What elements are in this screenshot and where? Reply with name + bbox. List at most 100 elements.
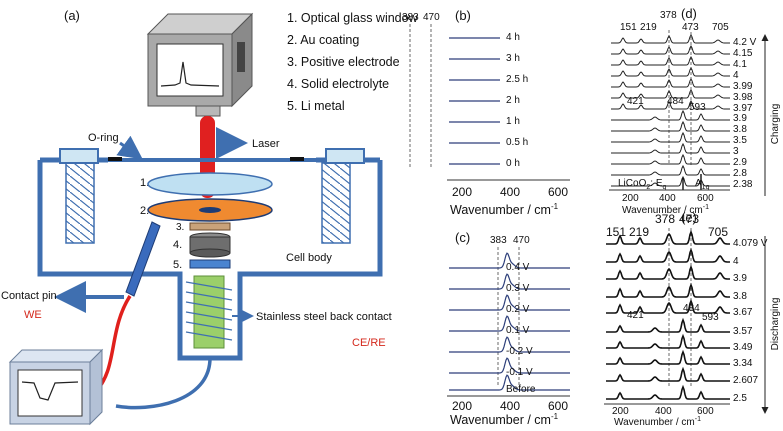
panel-c-tick-600: 600: [548, 399, 568, 413]
panel-b-peak-1: 383: [402, 12, 419, 23]
panel-d-trace-10: [611, 142, 730, 154]
panel-e-peak-705: 705: [708, 225, 728, 239]
panel-b-tick-200: 200: [452, 185, 472, 199]
panel-b-xlabel: Wavenumber / cm-1: [450, 202, 559, 217]
panel-e: (e) 151 219 378 473 705 421 484 593 4.07…: [604, 210, 781, 428]
panel-e-peak-473: 473: [679, 212, 699, 226]
panel-c-trace-6: [449, 374, 570, 391]
panel-c-label-1: 0.3 V: [506, 283, 530, 294]
panel-d-tick-600: 600: [697, 193, 714, 204]
panel-d-licoo2-label: LiCoO2: Eg: [618, 178, 667, 191]
panel-e-trace-1: [606, 247, 730, 263]
panel-d-side-label: Charging: [770, 104, 781, 145]
oring-label: O-ring: [88, 132, 119, 144]
back-contact-spring: [185, 281, 233, 341]
panel-d-label-u0: 4.2 V: [733, 37, 757, 48]
panel-e-tick-600: 600: [697, 406, 714, 417]
component-4-number: 4.: [173, 239, 182, 251]
component-1-number: 1.: [140, 177, 149, 189]
panel-c-peak-2: 470: [513, 235, 530, 246]
panel-e-peak-421: 421: [627, 310, 644, 321]
panel-c-trace-labels: 0.4 V 0.3 V 0.2 V 0.1 V -0.2 V -0.1 V Be…: [506, 262, 536, 395]
cell-body-label: Cell body: [286, 252, 332, 264]
panel-c-label-0: 0.4 V: [506, 262, 530, 273]
panel-e-traces: [606, 229, 730, 400]
panel-b-label-1: 3 h: [506, 53, 520, 64]
panel-b-label-0: 4 h: [506, 32, 520, 43]
screw-right: [321, 162, 351, 244]
panel-d-peak-473: 473: [682, 22, 699, 33]
panel-d-traces: [611, 33, 730, 187]
panel-d-label-u1: 4.15: [733, 48, 753, 59]
panel-e-tick-200: 200: [612, 406, 629, 417]
panel-e-tick-400: 400: [655, 406, 672, 417]
panel-d-trace-5: [611, 88, 730, 99]
we-label: WE: [24, 309, 42, 321]
panel-d-label-l6: 2.38: [733, 179, 753, 190]
panel-d-trace-7: [611, 109, 730, 121]
panel-b-label-2: 2.5 h: [506, 74, 528, 85]
panel-d-tick-400: 400: [659, 193, 676, 204]
panel-e-side-label: Discharging: [770, 298, 781, 351]
legend-item-1: 1. Optical glass window: [287, 11, 419, 25]
panel-e-label-9: 2.5: [733, 393, 747, 404]
panel-c-label-6: Before: [506, 384, 536, 395]
au-coating-center: [199, 207, 221, 213]
panel-d-xlabel: Wavenumber / cm-1: [622, 204, 709, 216]
li-metal: [189, 259, 231, 269]
panel-d-peak-421: 421: [627, 96, 644, 107]
panel-c-trace-1: [449, 273, 570, 290]
clamp-right: [325, 148, 365, 164]
panel-e-trace-4: [606, 298, 730, 314]
component-legend: 1. Optical glass window 2. Au coating 3.…: [287, 11, 419, 113]
panel-c-trace-5: [449, 357, 570, 374]
panel-c-tick-400: 400: [500, 399, 520, 413]
panel-b-tick-400: 400: [500, 185, 520, 199]
back-contact: [193, 275, 225, 349]
panel-d-peak-151: 151: [620, 22, 637, 33]
panel-d-label-u2: 4.1: [733, 59, 747, 70]
panel-e-trace-7: [606, 349, 730, 365]
panel-d-label-l0: 3.9: [733, 113, 747, 124]
panel-b-label-3: 2 h: [506, 95, 520, 106]
legend-item-4: 4. Solid electrolyte: [287, 77, 389, 91]
panel-e-trace-5: [606, 317, 730, 333]
panel-c-label-5: -0.1 V: [506, 367, 533, 378]
panel-e-label-5: 3.57: [733, 326, 753, 337]
panel-e-trace-labels: 4.079 V 4 3.9 3.8 3.67 3.57 3.49 3.34 2.…: [733, 238, 768, 404]
panel-e-label-2: 3.9: [733, 273, 747, 284]
component-5-number: 5.: [173, 259, 182, 271]
panel-b-peak-2: 470: [423, 12, 440, 23]
panel-c-letter: (c): [455, 230, 470, 245]
panel-c: (c) 383 470 0.4 V 0.3 V 0.2 V 0.1 V -0.2…: [447, 230, 570, 427]
component-3-number: 3.: [176, 222, 184, 233]
solid-electrolyte-bottom: [189, 248, 231, 258]
oring-mark-left: [108, 157, 122, 161]
panel-d-label-u6: 3.97: [733, 103, 753, 114]
panel-e-peak-378: 378: [655, 212, 675, 226]
panel-d-trace-13: [611, 175, 730, 187]
panel-e-trace-0: [606, 229, 730, 245]
panel-d-label-l5: 2.8: [733, 168, 747, 179]
panel-b-traces: [449, 37, 500, 165]
panel-b: (b) 383 470 4 h 3 h 2.5 h 2 h 1 h 0.5 h …: [402, 8, 570, 217]
panel-d-peak-593: 593: [689, 102, 706, 113]
panel-d-label-l3: 3: [733, 146, 739, 157]
panel-c-trace-4: [449, 336, 570, 353]
panel-c-tick-200: 200: [452, 399, 472, 413]
panel-e-trace-9: [606, 384, 730, 400]
legend-item-3: 3. Positive electrode: [287, 55, 400, 69]
panel-d-trace-6: [611, 99, 730, 110]
panel-b-label-4: 1 h: [506, 116, 520, 127]
panel-d-peak-705: 705: [712, 22, 729, 33]
panel-d-trace-9: [611, 131, 730, 143]
panel-c-xlabel: Wavenumber / cm-1: [450, 412, 559, 426]
panel-e-label-4: 3.67: [733, 307, 753, 318]
panel-e-label-3: 3.8: [733, 291, 747, 302]
panel-b-label-5: 0.5 h: [506, 137, 528, 148]
panel-e-peak-219: 219: [629, 225, 649, 239]
panel-d-a1g-label: A1g: [695, 178, 710, 191]
panel-d-trace-labels: 4.2 V 4.15 4.1 4 3.99 3.98 3.97 3.9 3.8 …: [733, 37, 757, 190]
optical-glass-window: [147, 172, 273, 196]
oring-arrow: [116, 135, 143, 160]
